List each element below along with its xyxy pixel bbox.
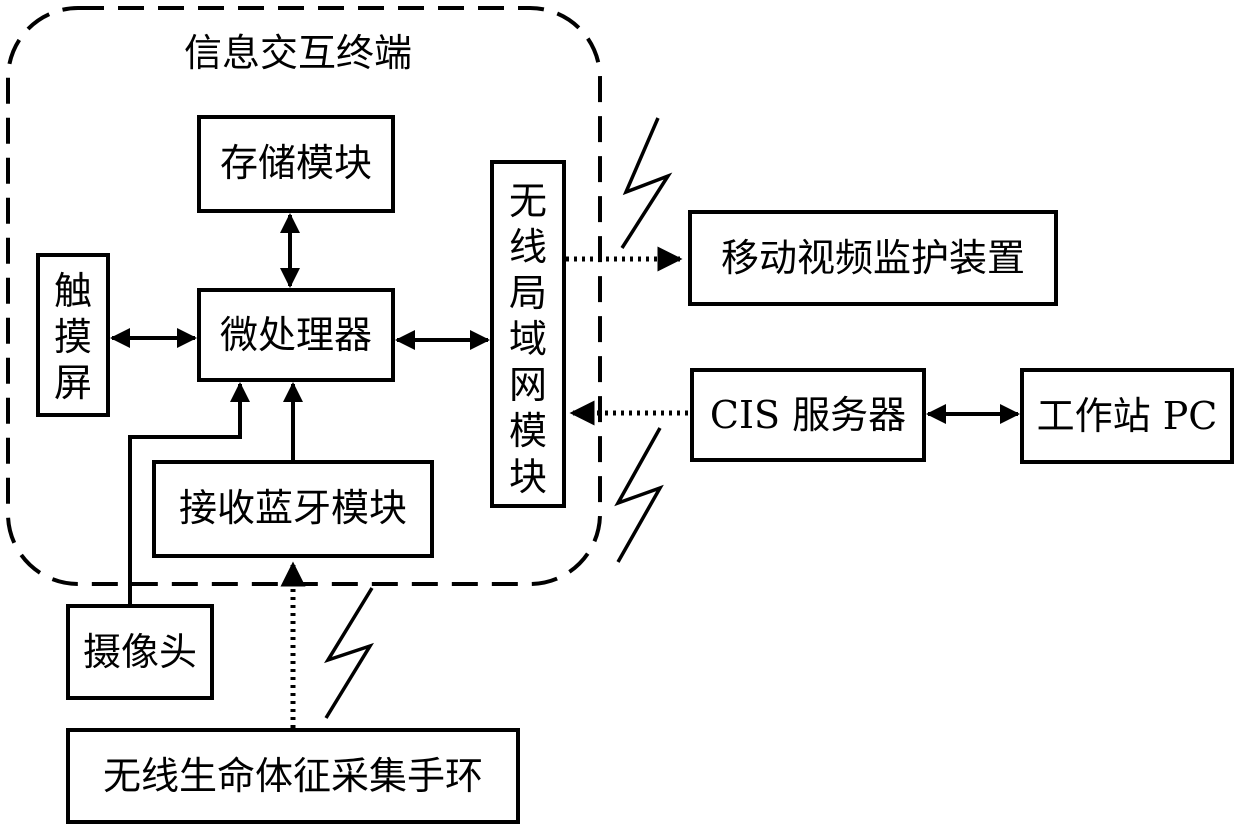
camera-label: 摄像头: [83, 630, 197, 674]
touch-screen-label: 触摸屏: [54, 269, 92, 405]
bracelet-label: 无线生命体征采集手环: [103, 754, 483, 798]
lightning-bolt-icon: [618, 428, 660, 562]
cis-server-label: CIS 服务器: [710, 393, 906, 437]
storage-module-label: 存储模块: [220, 141, 372, 185]
terminal-title: 信息交互终端: [184, 31, 412, 75]
mobile-video-label: 移动视频监护装置: [721, 236, 1025, 280]
lightning-bolt-icon: [622, 118, 668, 248]
lightning-bolt-icon: [326, 588, 372, 718]
microprocessor-label: 微处理器: [220, 313, 372, 357]
wlan-module-label: 无线局域网模块: [509, 179, 547, 499]
bluetooth-module-label: 接收蓝牙模块: [179, 486, 407, 530]
workstation-label: 工作站 PC: [1037, 394, 1218, 438]
